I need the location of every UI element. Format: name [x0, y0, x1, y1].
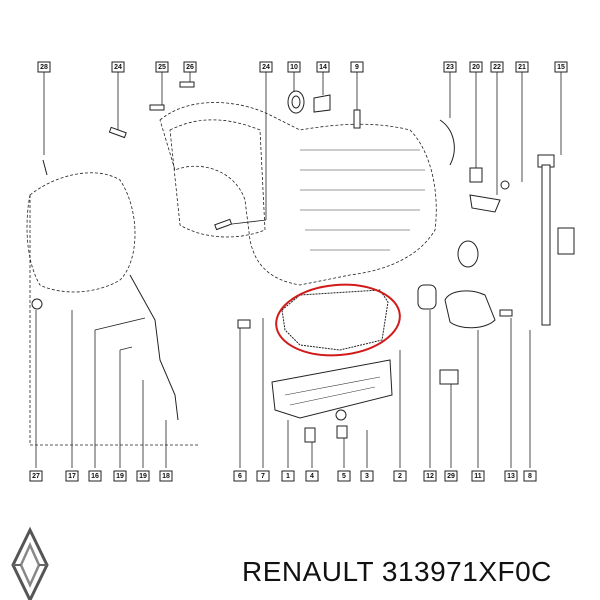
part-bolt-6	[237, 319, 251, 329]
part-bolt-27	[31, 298, 43, 310]
callout-number: 7	[261, 473, 265, 480]
callout-25: 25	[155, 61, 169, 73]
callout-27: 27	[29, 470, 43, 482]
callout-8: 8	[523, 470, 537, 482]
part-seal-ring	[457, 240, 479, 268]
part-filter-11	[444, 290, 496, 329]
callout-11: 11	[471, 470, 485, 482]
part-bolt-28	[42, 159, 48, 176]
part-hose-23	[439, 119, 455, 166]
part-bolt-4	[304, 427, 316, 443]
callout-number: 3	[365, 473, 369, 480]
callout-number: 5	[342, 473, 346, 480]
part-washer-5	[335, 409, 347, 421]
callout-3: 3	[360, 470, 374, 482]
callout-number: 27	[32, 473, 40, 480]
callout-5: 5	[337, 470, 351, 482]
callout-number: 26	[186, 64, 194, 71]
part-bracket-22	[469, 194, 501, 213]
callout-number: 29	[447, 473, 455, 480]
leader-lines	[35, 72, 562, 468]
callout-number: 22	[493, 64, 501, 71]
callout-24: 24	[259, 61, 273, 73]
callout-4: 4	[305, 470, 319, 482]
transmission-housing	[159, 102, 437, 286]
callout-16: 16	[88, 470, 102, 482]
callout-1: 1	[281, 470, 295, 482]
callout-19: 19	[113, 470, 127, 482]
callout-number: 11	[474, 473, 482, 480]
highlighted-gasket	[275, 283, 401, 357]
callout-number: 1	[286, 473, 290, 480]
callout-number: 9	[355, 64, 359, 71]
callout-13: 13	[504, 470, 518, 482]
callout-18: 18	[159, 470, 173, 482]
callout-17: 17	[65, 470, 79, 482]
callout-number: 12	[426, 473, 434, 480]
callout-number: 14	[319, 64, 327, 71]
part-clip-20	[469, 167, 483, 183]
callout-23: 23	[443, 61, 457, 73]
part-bolt-24	[108, 126, 127, 139]
callout-28: 28	[37, 61, 51, 73]
left-cover	[26, 172, 200, 446]
callout-number: 15	[557, 64, 565, 71]
callout-21: 21	[515, 61, 529, 73]
callout-26: 26	[183, 61, 197, 73]
callout-7: 7	[256, 470, 270, 482]
callout-number: 18	[162, 473, 170, 480]
callout-12: 12	[423, 470, 437, 482]
part-sensor-9	[353, 109, 361, 129]
part-bolt-21	[500, 180, 510, 190]
callout-15: 15	[554, 61, 568, 73]
part-bolt-13	[499, 309, 513, 317]
callout-number: 13	[507, 473, 515, 480]
callout-number: 21	[518, 64, 526, 71]
part-plug-3	[336, 425, 348, 439]
callout-10: 10	[287, 61, 301, 73]
callout-number: 24	[114, 64, 122, 71]
callout-number: 2	[398, 473, 402, 480]
renault-diamond-logo	[11, 526, 49, 600]
callout-number: 8	[528, 473, 532, 480]
callout-number: 16	[91, 473, 99, 480]
part-bolt-25	[149, 104, 165, 111]
part-number-caption: RENAULT 313971XF0C	[242, 556, 552, 587]
callout-6: 6	[233, 470, 247, 482]
part-pad-29	[439, 369, 459, 385]
part-tube-17	[129, 274, 179, 421]
callout-number: 4	[310, 473, 314, 480]
callout-24: 24	[111, 61, 125, 73]
callout-20: 20	[469, 61, 483, 73]
callout-number: 20	[472, 64, 480, 71]
callout-number: 19	[116, 473, 124, 480]
part-oil-pan-1	[271, 359, 393, 419]
part-plug-12	[417, 284, 437, 310]
callout-9: 9	[350, 61, 364, 73]
part-dipstick-15	[537, 154, 575, 326]
callout-number: 10	[290, 64, 298, 71]
callout-29: 29	[444, 470, 458, 482]
callout-number: 28	[40, 64, 48, 71]
callout-22: 22	[490, 61, 504, 73]
part-bolt-24b	[214, 218, 233, 231]
callout-number: 19	[139, 473, 147, 480]
callout-2: 2	[393, 470, 407, 482]
callout-number: 17	[68, 473, 76, 480]
part-bracket-14	[313, 94, 331, 113]
callout-number: 23	[446, 64, 454, 71]
part-bolt-26	[179, 81, 195, 88]
callout-14: 14	[316, 61, 330, 73]
callout-number: 6	[238, 473, 242, 480]
part-seal-10	[287, 90, 305, 114]
callout-number: 24	[262, 64, 270, 71]
callout-19: 19	[136, 470, 150, 482]
callout-number: 25	[158, 64, 166, 71]
